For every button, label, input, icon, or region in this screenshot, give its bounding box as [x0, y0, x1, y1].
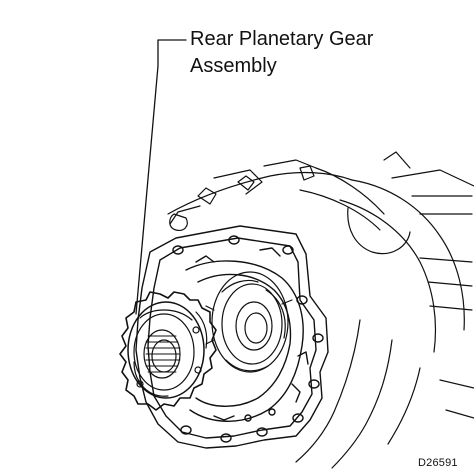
- transmission-flange-face: [135, 225, 329, 449]
- transmission-case-outline: [167, 151, 474, 469]
- callout-label: Rear Planetary Gear Assembly: [190, 26, 460, 80]
- central-bore-shaft: [205, 271, 293, 373]
- callout-label-line-1: Rear Planetary Gear: [190, 28, 374, 50]
- callout-leader-line: [135, 39, 187, 315]
- rear-planetary-gear-assembly: [119, 291, 217, 411]
- callout-label-line-2: Assembly: [190, 55, 277, 77]
- figure-code: D26591: [418, 457, 458, 469]
